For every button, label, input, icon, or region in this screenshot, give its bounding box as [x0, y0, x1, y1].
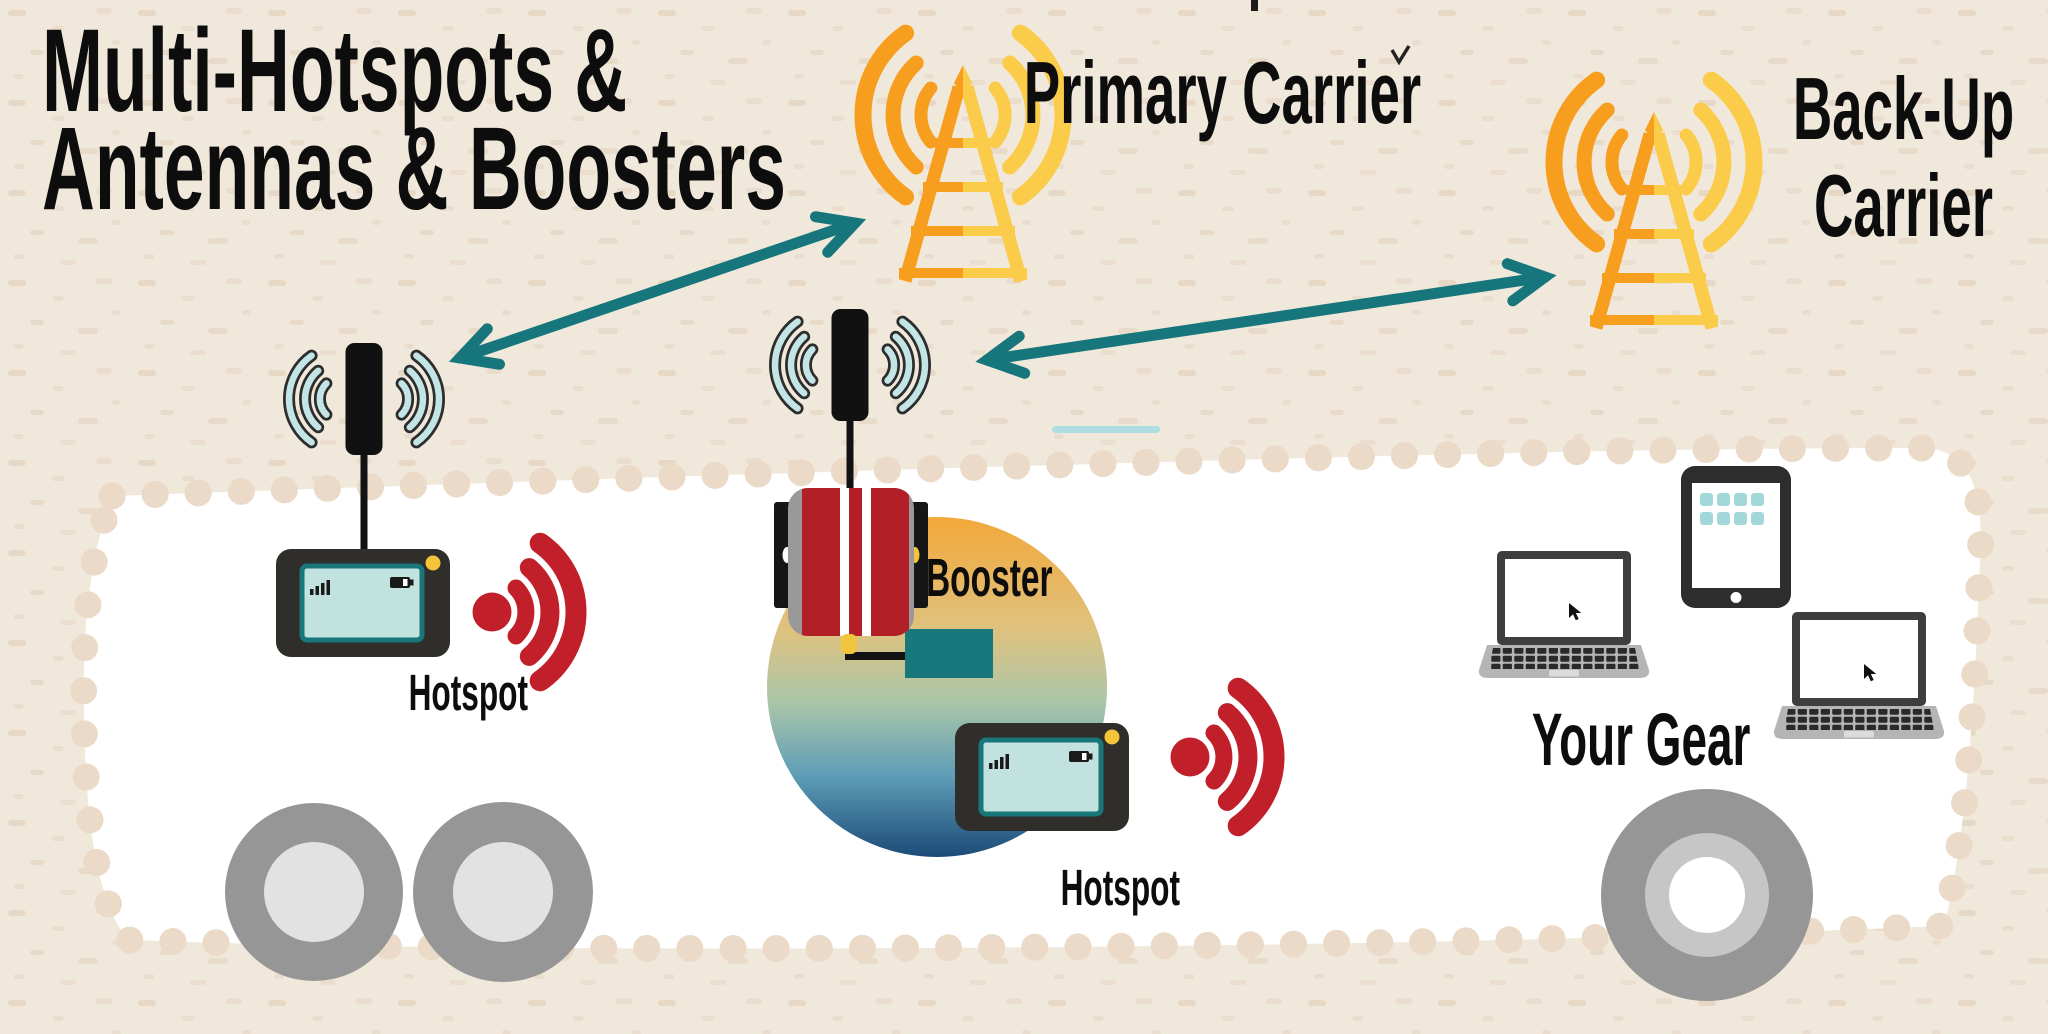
indoor-antenna-box [905, 629, 993, 678]
laptop-left-icon [1478, 551, 1650, 678]
hotspot-device-center [955, 723, 1129, 831]
tick-mark [1251, 0, 1258, 11]
booster-icon [774, 488, 928, 654]
stray-blue-dash [1052, 426, 1160, 433]
wheel-left-rear [413, 802, 593, 982]
rv-dotted-edge [70, 434, 1995, 963]
cursor-mark [1390, 45, 1411, 66]
tablet-icon [1681, 466, 1791, 608]
laptop-right-icon [1773, 612, 1945, 739]
signal-arrow-backup [975, 258, 1557, 379]
signal-arrow-primary [448, 211, 867, 370]
wheel-right [1601, 789, 1813, 1001]
hotspot-device-left [276, 549, 450, 657]
wheel-left-front [225, 803, 403, 981]
